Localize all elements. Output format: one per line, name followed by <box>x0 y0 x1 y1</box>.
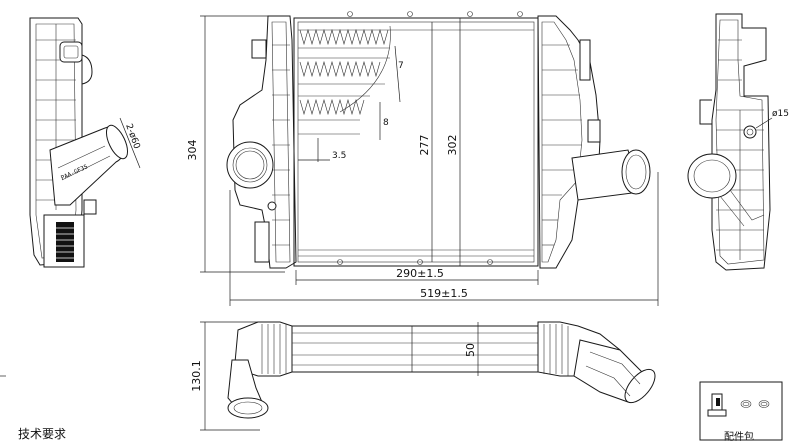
accessory-pack-label: 配件包 <box>724 432 754 443</box>
dim-small-diameter: ø15 <box>772 109 789 119</box>
dim-core-height-inner: 277 <box>418 135 431 156</box>
dim-core-height-outer: 302 <box>446 135 459 156</box>
dim-tube-wall: 3.5 <box>332 151 346 161</box>
left-side-view: PAA-GF35 2-ø60 <box>29 17 142 268</box>
dim-overall-height: 304 <box>186 140 199 161</box>
bottom-view: 130.1 50 <box>190 321 656 431</box>
front-view: 304 <box>186 11 659 306</box>
accessory-box <box>699 381 783 441</box>
dim-overall-width: 519±1.5 <box>420 287 468 300</box>
right-side-view: ø15 <box>687 13 789 271</box>
dim-side-height: 130.1 <box>190 360 203 392</box>
dim-fin-pitch-b: 8 <box>383 118 389 128</box>
dim-core-width: 290±1.5 <box>396 267 444 280</box>
dim-fin-pitch-a: 7 <box>398 61 404 71</box>
dim-core-depth: 50 <box>464 343 477 357</box>
tech-requirements-note: 技术要求 <box>18 427 67 441</box>
